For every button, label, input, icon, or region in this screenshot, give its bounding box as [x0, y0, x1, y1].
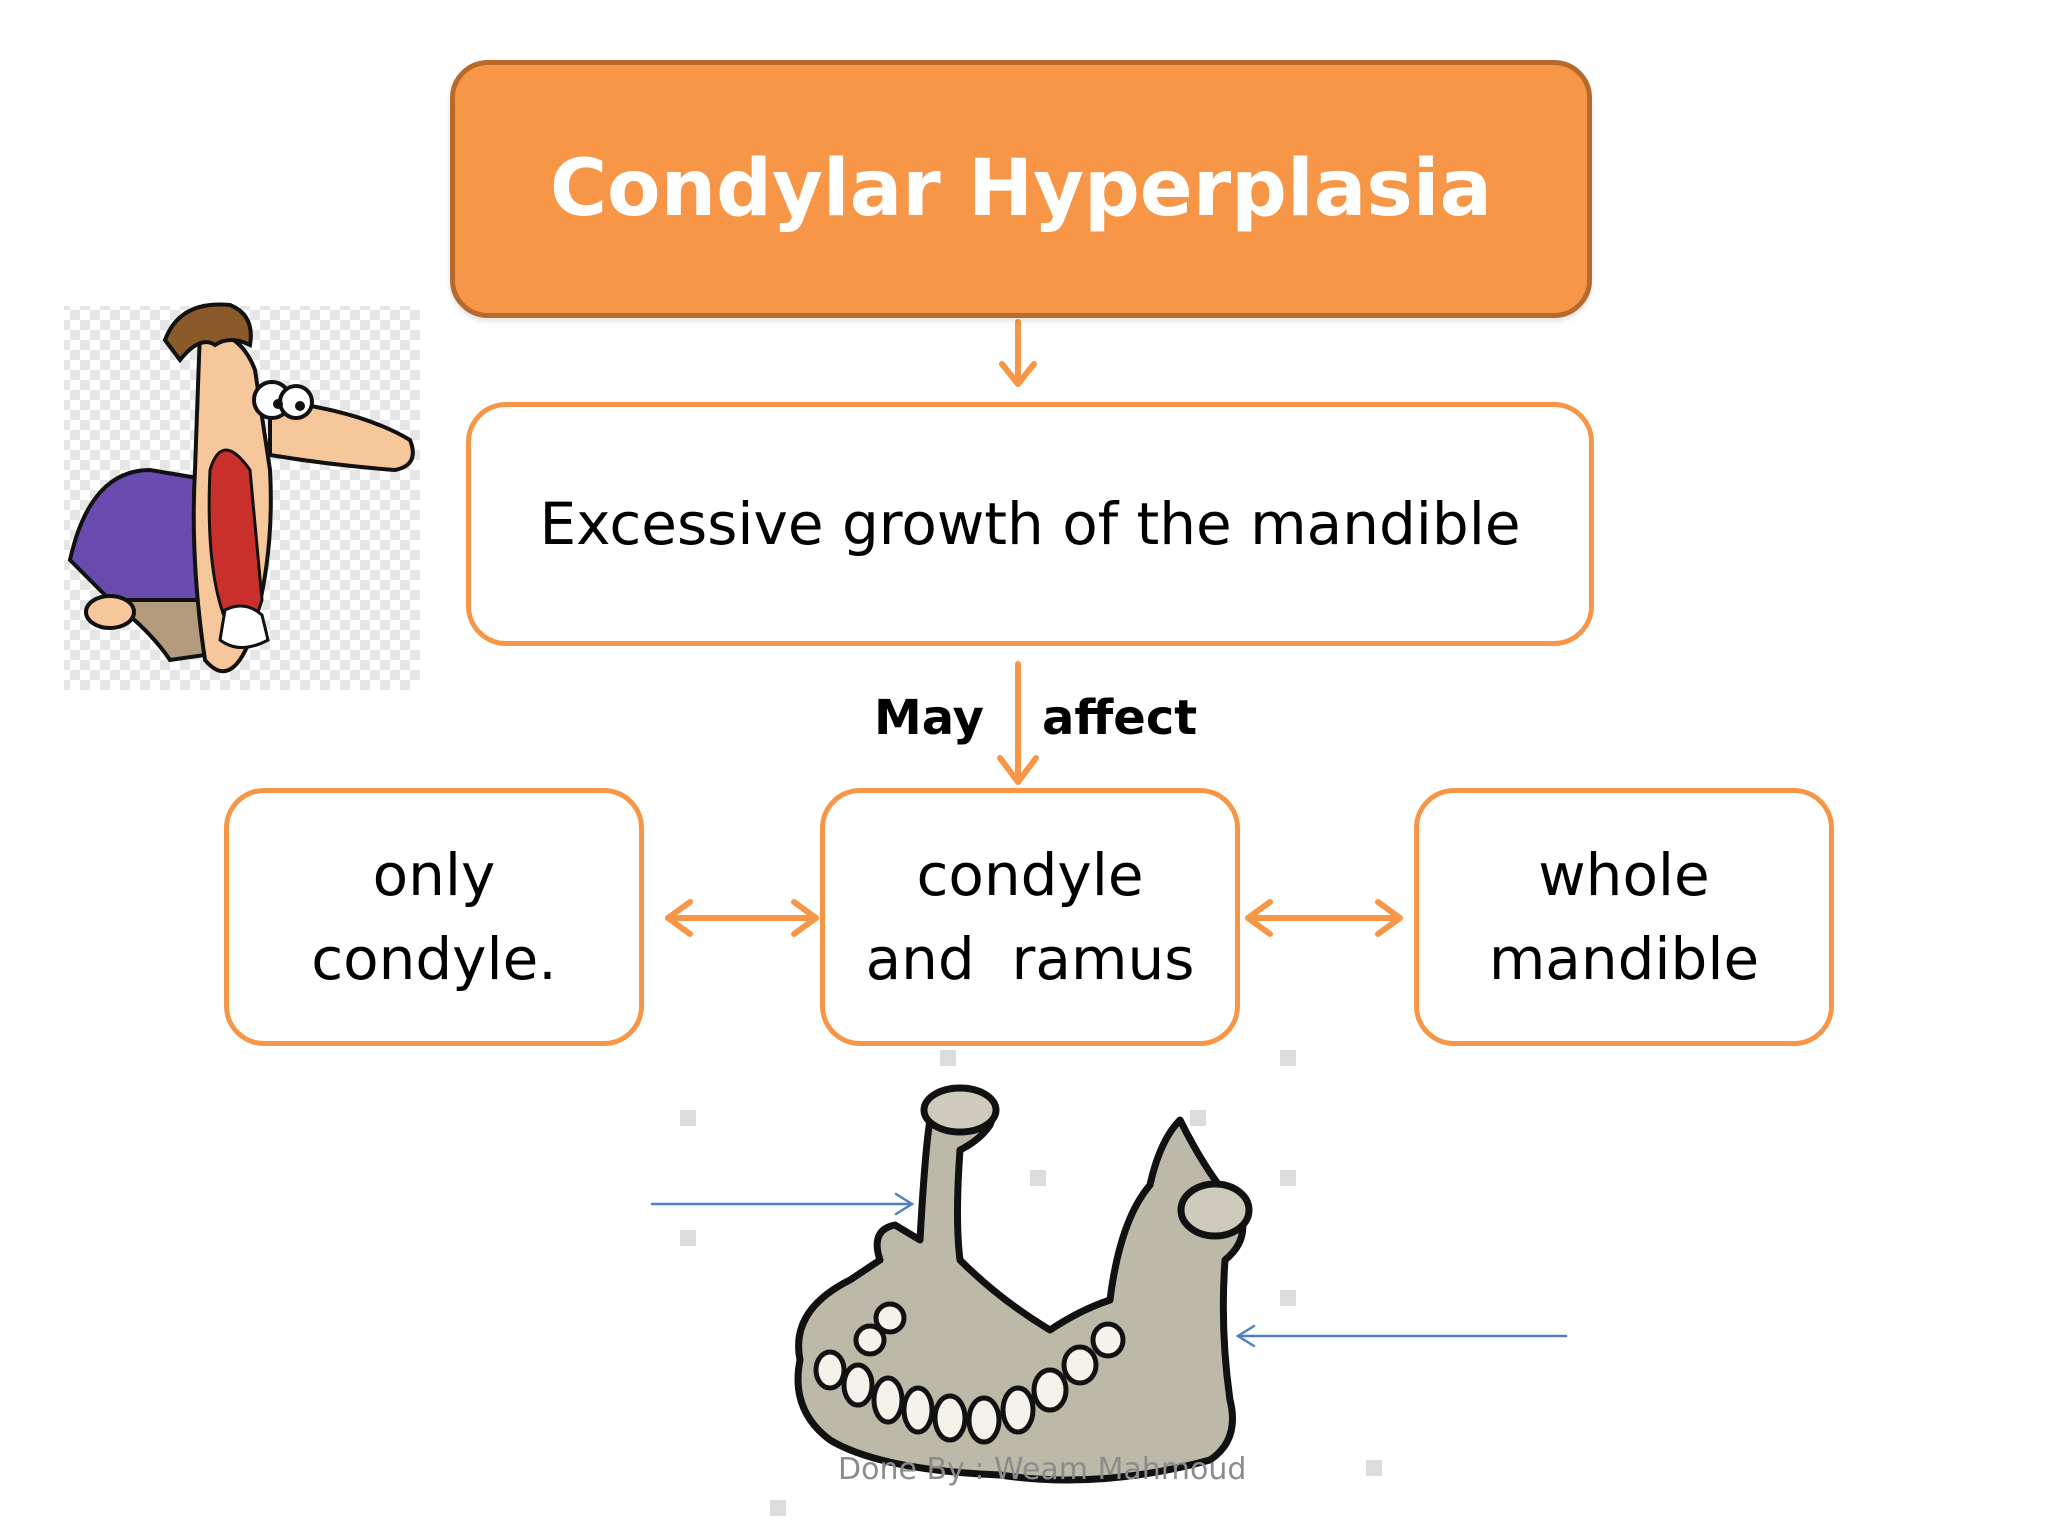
- option-line: whole: [1538, 841, 1710, 909]
- description-box: Excessive growth of the mandible: [466, 402, 1594, 646]
- option-box-whole-mandible: whole mandible: [1414, 788, 1834, 1046]
- connector-label-may: May: [874, 690, 984, 746]
- option-line: and ramus: [865, 925, 1195, 993]
- description-text: Excessive growth of the mandible: [539, 490, 1521, 558]
- option-line: condyle.: [311, 925, 557, 993]
- diagram-title: Condylar Hyperplasia: [549, 144, 1493, 234]
- connector-label-affect: affect: [1042, 690, 1198, 746]
- arrow-down-1-head: [999, 361, 1037, 387]
- option-box-only-condyle: only condyle.: [224, 788, 644, 1046]
- option-line: mandible: [1488, 925, 1760, 993]
- title-box: Condylar Hyperplasia: [450, 60, 1592, 318]
- author-credit: Done By : Weam Mahmoud: [838, 1452, 1247, 1487]
- option-line: only: [372, 841, 496, 909]
- option-box-condyle-and-ramus: condyle and ramus: [820, 788, 1240, 1046]
- arrow-down-2-head: [997, 755, 1039, 785]
- option-line: condyle: [916, 841, 1144, 909]
